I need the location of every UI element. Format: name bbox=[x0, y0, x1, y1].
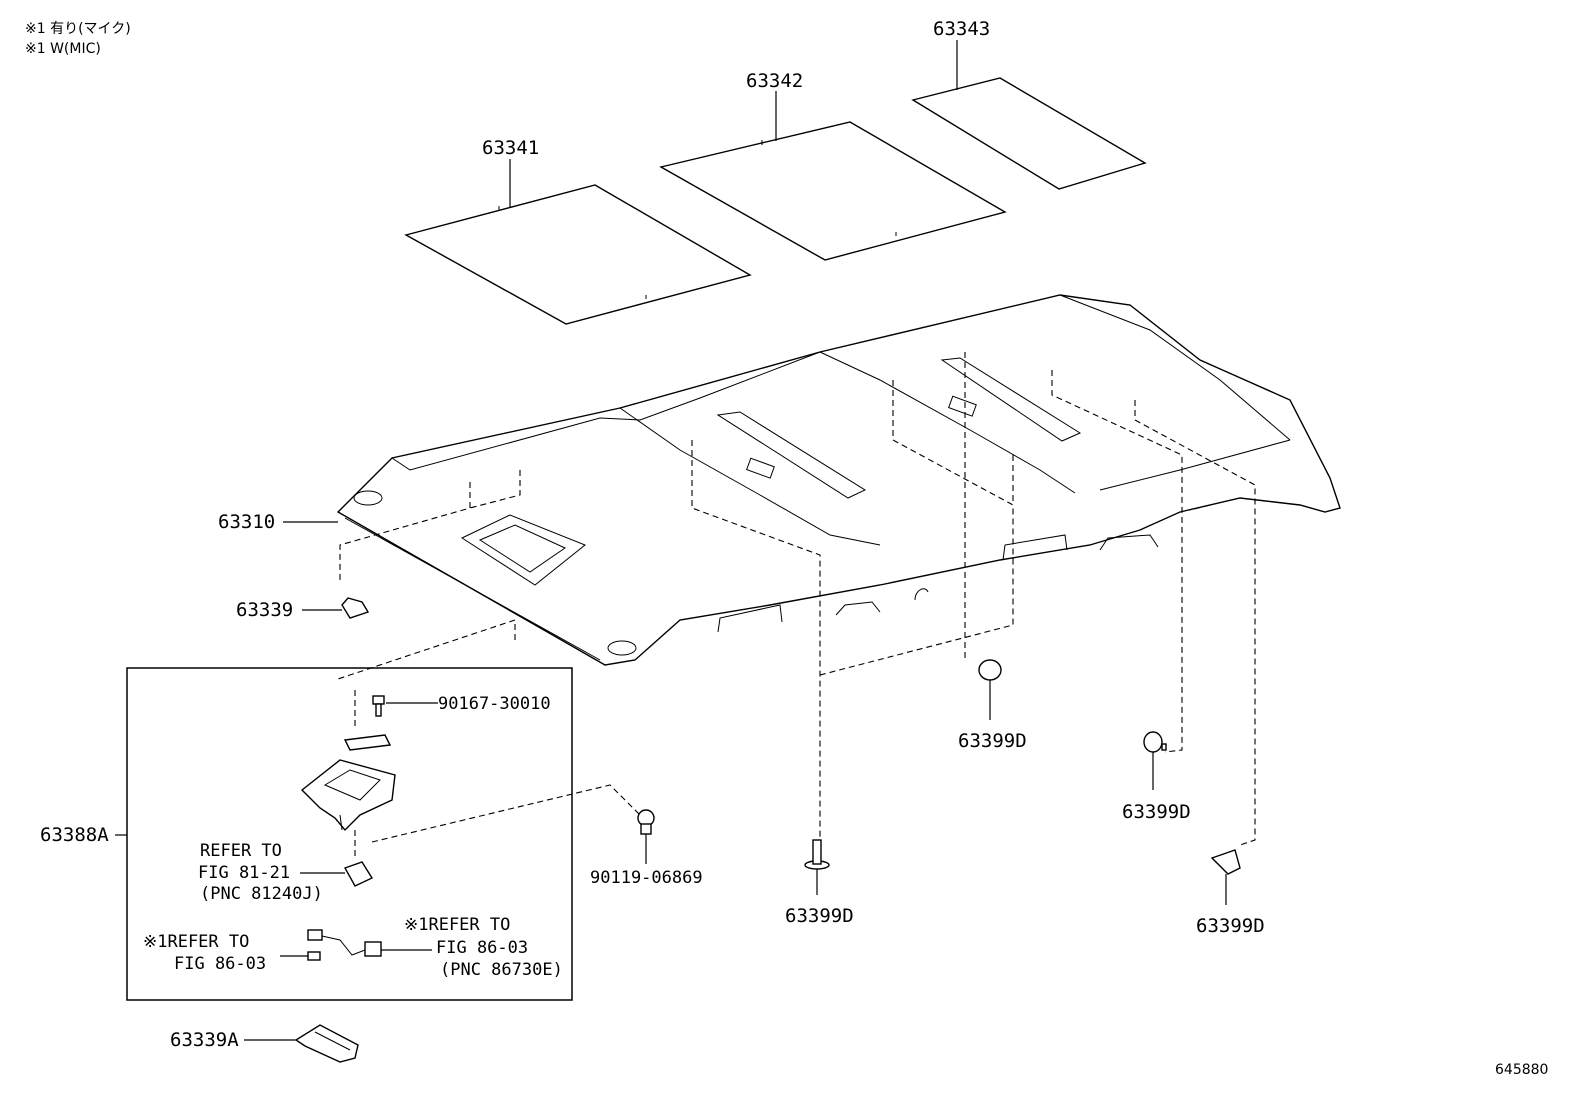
cover-63339a[interactable] bbox=[294, 1024, 359, 1063]
label-63399d-4: 63399D bbox=[1196, 915, 1265, 937]
label-63339a: 63339A bbox=[170, 1029, 239, 1051]
ref3-line1: ※1REFER TO bbox=[404, 915, 510, 935]
ref1-line2: FIG 81-21 bbox=[198, 863, 290, 883]
screw-90167[interactable] bbox=[372, 695, 385, 717]
headlining-dash-lines bbox=[334, 352, 1256, 855]
microphone-assembly[interactable] bbox=[307, 929, 382, 961]
console-dash-3 bbox=[371, 784, 641, 843]
clip-63399d-1[interactable] bbox=[978, 659, 1002, 681]
label-63388a: 63388A bbox=[40, 824, 109, 846]
label-63341: 63341 bbox=[482, 137, 539, 159]
label-63399d-3: 63399D bbox=[785, 905, 854, 927]
roof-headlining-63310[interactable] bbox=[336, 294, 1341, 666]
label-63310: 63310 bbox=[218, 511, 275, 533]
ref2-line2: FIG 86-03 bbox=[174, 954, 266, 974]
label-63399d-2: 63399D bbox=[1122, 801, 1191, 823]
clip-63399d-4[interactable] bbox=[1210, 849, 1241, 875]
label-63399d-1: 63399D bbox=[958, 730, 1027, 752]
map-lamp[interactable] bbox=[343, 861, 374, 887]
label-63342: 63342 bbox=[746, 70, 803, 92]
label-90167: 90167-30010 bbox=[438, 694, 551, 714]
clip-63399d-3[interactable] bbox=[804, 839, 830, 870]
subassembly-box bbox=[126, 667, 573, 1001]
illustration-number: 645880 bbox=[1495, 1062, 1548, 1078]
ref1-line3: (PNC 81240J) bbox=[200, 884, 323, 904]
label-63339: 63339 bbox=[236, 599, 293, 621]
ref2-line1: ※1REFER TO bbox=[143, 932, 249, 952]
visor-holder-63339[interactable] bbox=[341, 597, 370, 619]
pad-63341[interactable] bbox=[404, 184, 752, 325]
label-63343: 63343 bbox=[933, 18, 990, 40]
pad-63343[interactable] bbox=[911, 77, 1147, 190]
note-line-1: ※1 有り(マイク) bbox=[25, 21, 131, 37]
ref3-line3: (PNC 86730E) bbox=[440, 960, 563, 980]
clip-63399d-2[interactable] bbox=[1143, 731, 1167, 753]
label-90119: 90119-06869 bbox=[590, 868, 703, 888]
roof-console-bracket[interactable] bbox=[300, 734, 396, 832]
note-line-2: ※1 W(MIC) bbox=[25, 41, 101, 57]
pad-63342[interactable] bbox=[659, 121, 1007, 261]
clip-90119[interactable] bbox=[637, 809, 655, 835]
ref1-line1: REFER TO bbox=[200, 841, 282, 861]
ref3-line2: FIG 86-03 bbox=[436, 938, 528, 958]
